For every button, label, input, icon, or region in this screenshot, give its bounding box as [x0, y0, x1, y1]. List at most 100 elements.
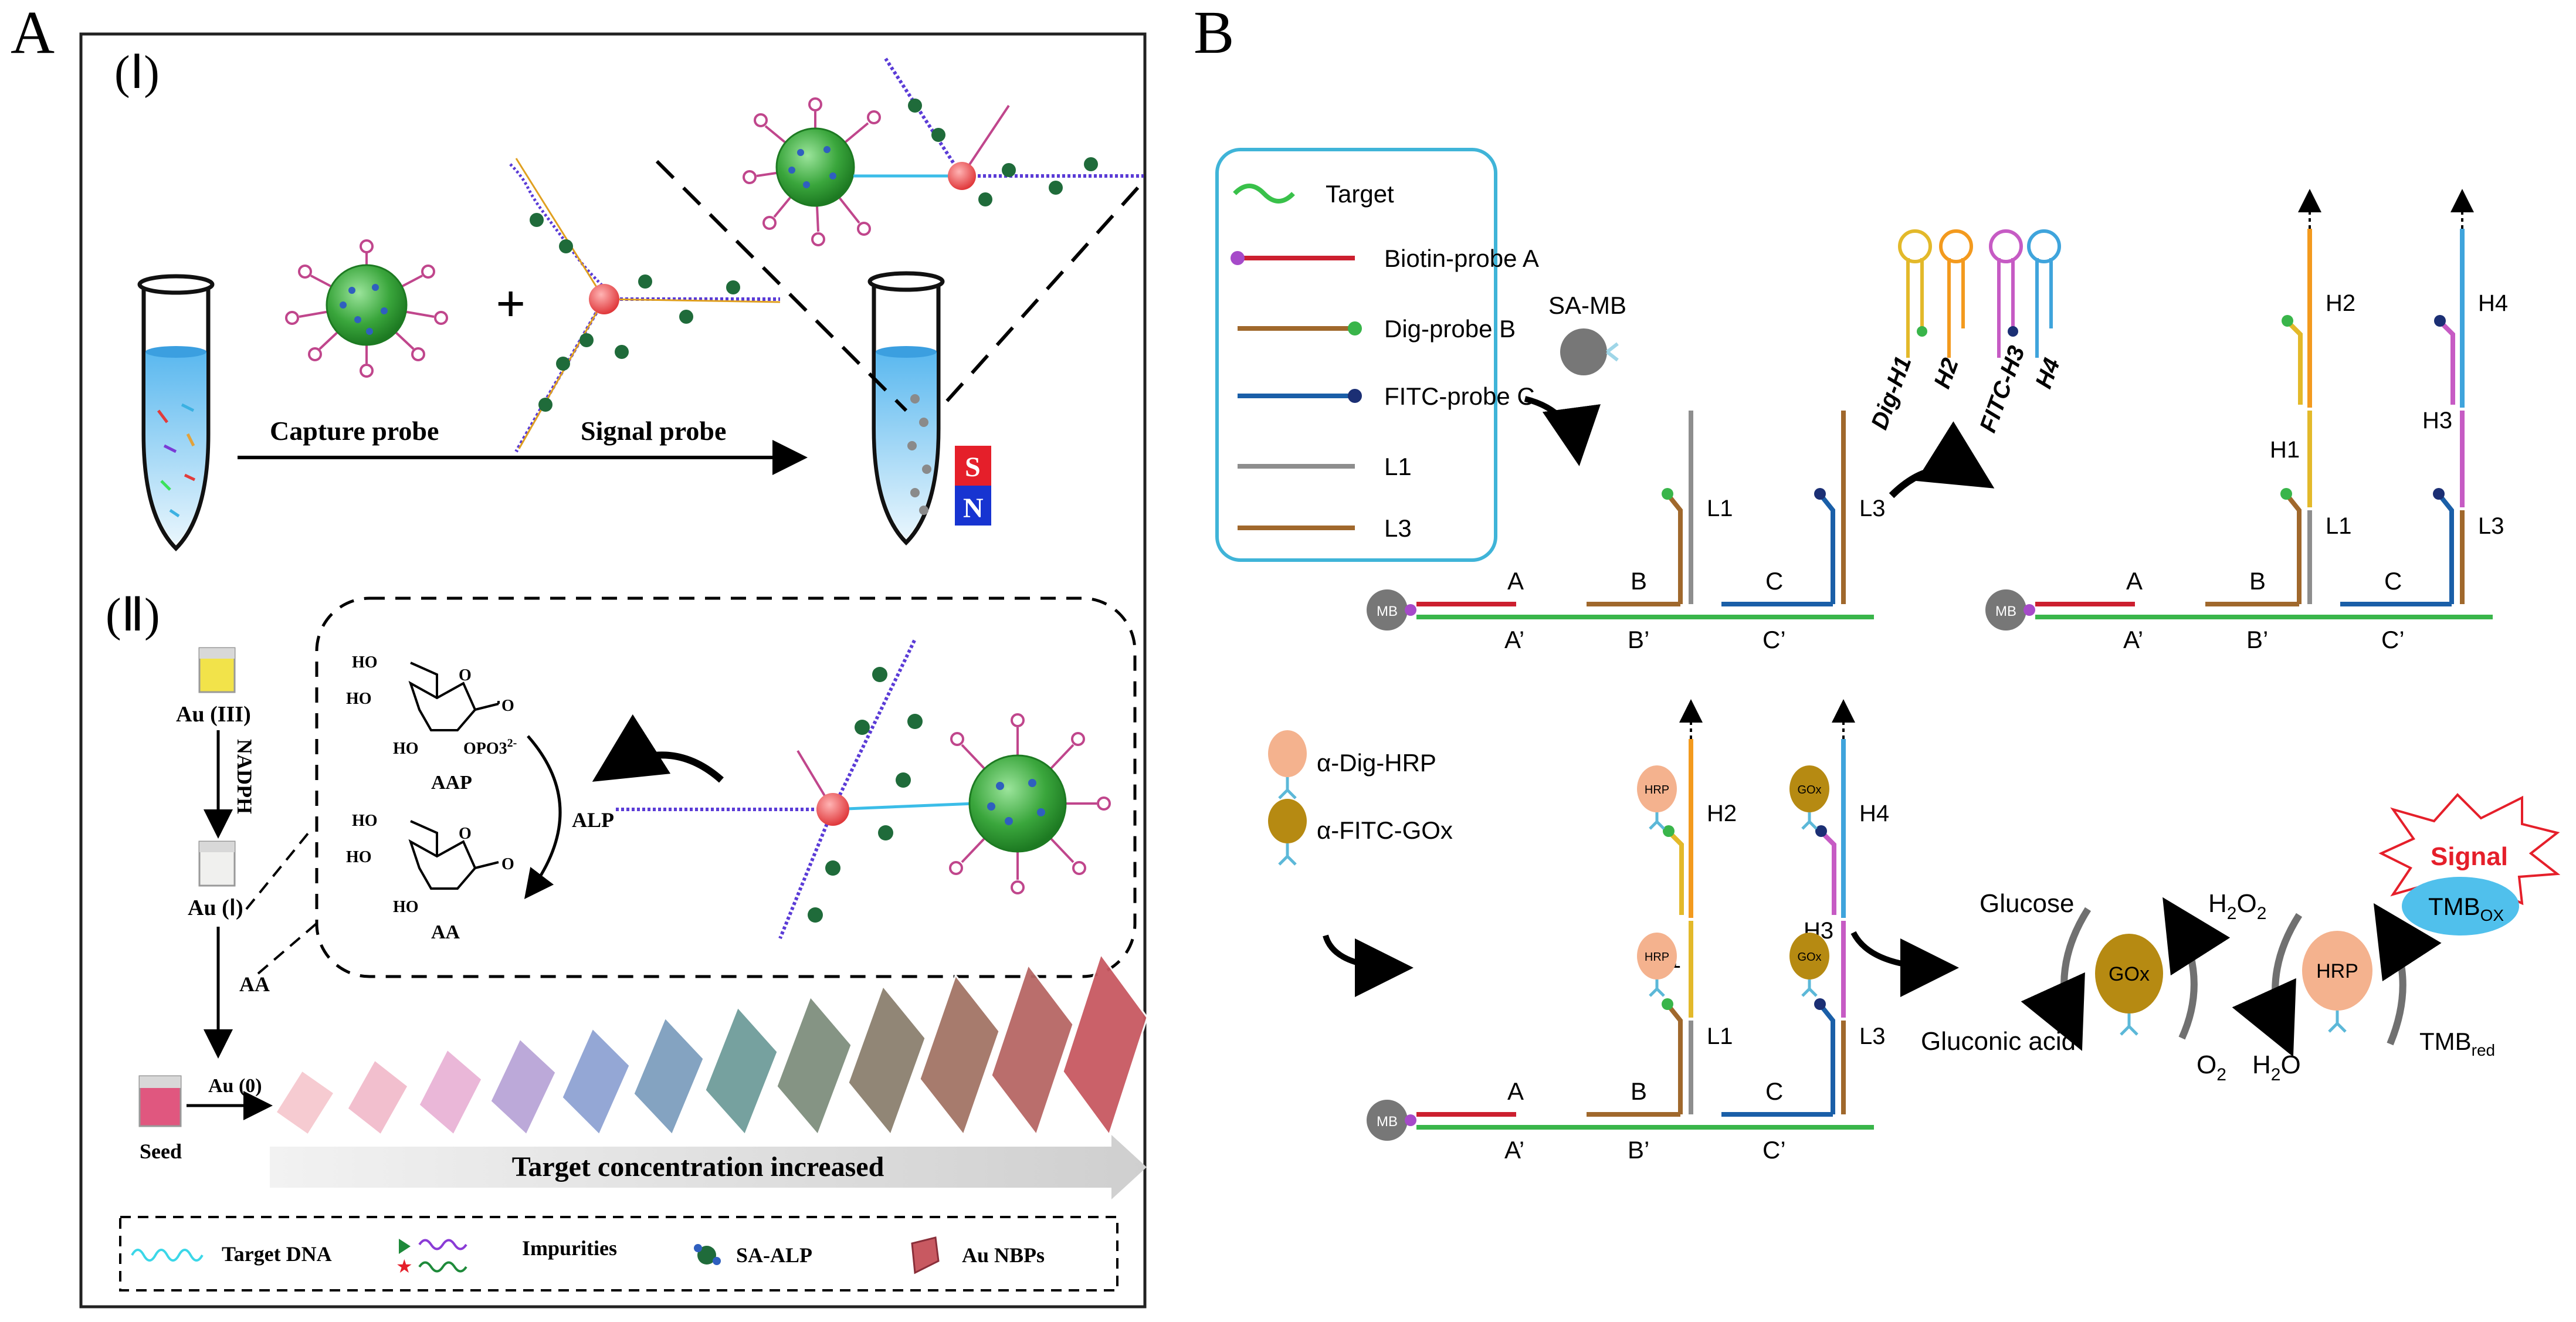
au-nbp-3 [418, 1048, 483, 1137]
hcr-h3-label: H3 [2422, 408, 2452, 433]
hcr-h4-label: H4 [2478, 290, 2508, 316]
gox-bound-enzyme-4 [1789, 933, 1829, 979]
legend-target-dna: Target DNA [222, 1242, 332, 1266]
signal-label: Signal [2431, 842, 2508, 871]
segment-a-prime-label: A’ [1504, 1136, 1524, 1164]
capture-probe-bead [285, 239, 448, 378]
aa-carbonyl-o: O [501, 855, 514, 873]
aap-ho-bottom: HO [393, 740, 419, 758]
enzyme-arrow [1323, 934, 1414, 997]
gox-enzyme [2095, 934, 2163, 1013]
tmb-ox-label: TMBOX [2428, 893, 2504, 924]
zoom-line-left [655, 160, 908, 412]
hrp-bound-label-1: HRP [1645, 784, 1669, 796]
mb-bead [1985, 589, 2026, 631]
gox-label: GOx [2109, 963, 2150, 985]
hcr-h3-riser [2439, 321, 2455, 405]
probe-c-riser [2438, 494, 2454, 604]
au1-label: Au (Ⅰ) [188, 896, 243, 920]
au-nbp-1 [274, 1069, 336, 1137]
legend-dig: Dig-probe B [1384, 315, 1516, 343]
anti-fitc-gox-icon [1268, 799, 1307, 843]
au-nbp-2 [346, 1058, 409, 1137]
magnet-south-label: S [965, 452, 981, 483]
legend-au-nbps: Au NBPs [962, 1243, 1045, 1267]
h2o2-label: H2O2 [2208, 889, 2266, 923]
legend-sa-alp: SA-ALP [736, 1243, 812, 1267]
tmb-ox-bubble [2402, 877, 2519, 935]
legend-impurities: Impurities [522, 1236, 617, 1260]
legend-l3: L3 [1384, 514, 1412, 542]
bound-antibody-3 [1801, 812, 1818, 830]
aap-structure [408, 662, 500, 731]
panel-a-letter: A [11, 0, 55, 66]
au-nbp-10 [918, 973, 1001, 1137]
aa-ring-o: O [459, 825, 472, 843]
probe-c-riser [1819, 494, 1835, 604]
hairpin-h4-label: H4 [2031, 355, 2065, 392]
zoom-line-au1-bottom [257, 920, 321, 975]
hcr-h2-label: H2 [1707, 801, 1737, 826]
fitc-tag-upper [1815, 825, 1827, 837]
au-nbp-8 [775, 995, 853, 1137]
au-nbp-6 [632, 1016, 705, 1137]
legend-fitc: FITC-probe C [1384, 382, 1535, 410]
sample-tube [137, 274, 215, 551]
dig-tag [1662, 488, 1673, 500]
signal-probe-label: Signal probe [581, 416, 726, 446]
segment-c-prime-label: C’ [1762, 626, 1786, 653]
zoom-line-au1-top [245, 829, 312, 910]
magnet-north-label: N [963, 493, 984, 524]
anti-fitc-label: α-FITC-GOx [1317, 816, 1453, 844]
fitc-tag [1814, 998, 1826, 1010]
sa-mb-bead [1560, 328, 1607, 375]
segment-b-prime-label: B’ [1628, 626, 1649, 653]
segment-a-prime-label: A’ [2123, 626, 2143, 653]
dig-icon [1348, 321, 1362, 335]
dig-tag [2280, 488, 2292, 500]
fitc-tag [2433, 488, 2445, 500]
h2o-label: H2O [2252, 1050, 2301, 1084]
hcr-h4-label: H4 [1859, 801, 1889, 826]
hairpin-dig-tag [1917, 326, 1927, 337]
aap-phosphate: OPO32- [463, 737, 517, 758]
mb-label: MB [1377, 604, 1398, 619]
magnetic-tube [867, 271, 945, 545]
au-nbp-11 [990, 962, 1075, 1137]
segment-b-label: B [2249, 567, 2266, 595]
segment-c-label: C [1765, 567, 1783, 595]
alp-conversion-arc [524, 735, 562, 899]
legend-l1: L1 [1384, 453, 1412, 480]
au0-label: Au (0) [208, 1075, 262, 1097]
segment-b-prime-label: B’ [1628, 1136, 1649, 1164]
impurity-star: ★ [396, 1256, 413, 1277]
plus-sign: + [496, 275, 526, 333]
hairpin-h2-label: H2 [1929, 355, 1964, 392]
segment-b-prime-label: B’ [2246, 626, 2268, 653]
au-nbp-swatch [911, 1236, 940, 1274]
hairpin-h3-label: FITC-H3 [1975, 343, 2030, 436]
aap-label: AAP [431, 772, 472, 794]
nadph-label: NADPH [233, 739, 256, 814]
linker-l3-label: L3 [1859, 496, 1886, 521]
segment-c-prime-label: C’ [1762, 1136, 1786, 1164]
au-nbp-12 [1062, 952, 1148, 1137]
fitc-tag-upper [2434, 315, 2446, 327]
gox-bound-enzyme-3 [1789, 765, 1829, 812]
dig-tag-upper [1663, 825, 1675, 837]
aa-ho-mid: HO [346, 848, 372, 866]
tmb-red-label: TMBred [2419, 1028, 2495, 1059]
hairpin-fitc-tag [2008, 326, 2018, 337]
glucose-label: Glucose [1980, 889, 2074, 918]
hrp-bound-label-2: HRP [1645, 951, 1669, 964]
mb-label: MB [1995, 604, 2016, 619]
bound-antibody-4 [1801, 979, 1818, 997]
segment-a-label: A [2126, 567, 2143, 595]
legend-biotin: Biotin-probe A [1384, 245, 1539, 272]
segment-a-label: A [1507, 567, 1524, 595]
capture-probe-label: Capture probe [270, 416, 439, 446]
hcr-h1-label: H1 [2270, 437, 2300, 463]
hrp-bound-enzyme-2 [1637, 933, 1677, 979]
alp-label: ALP [572, 808, 614, 832]
